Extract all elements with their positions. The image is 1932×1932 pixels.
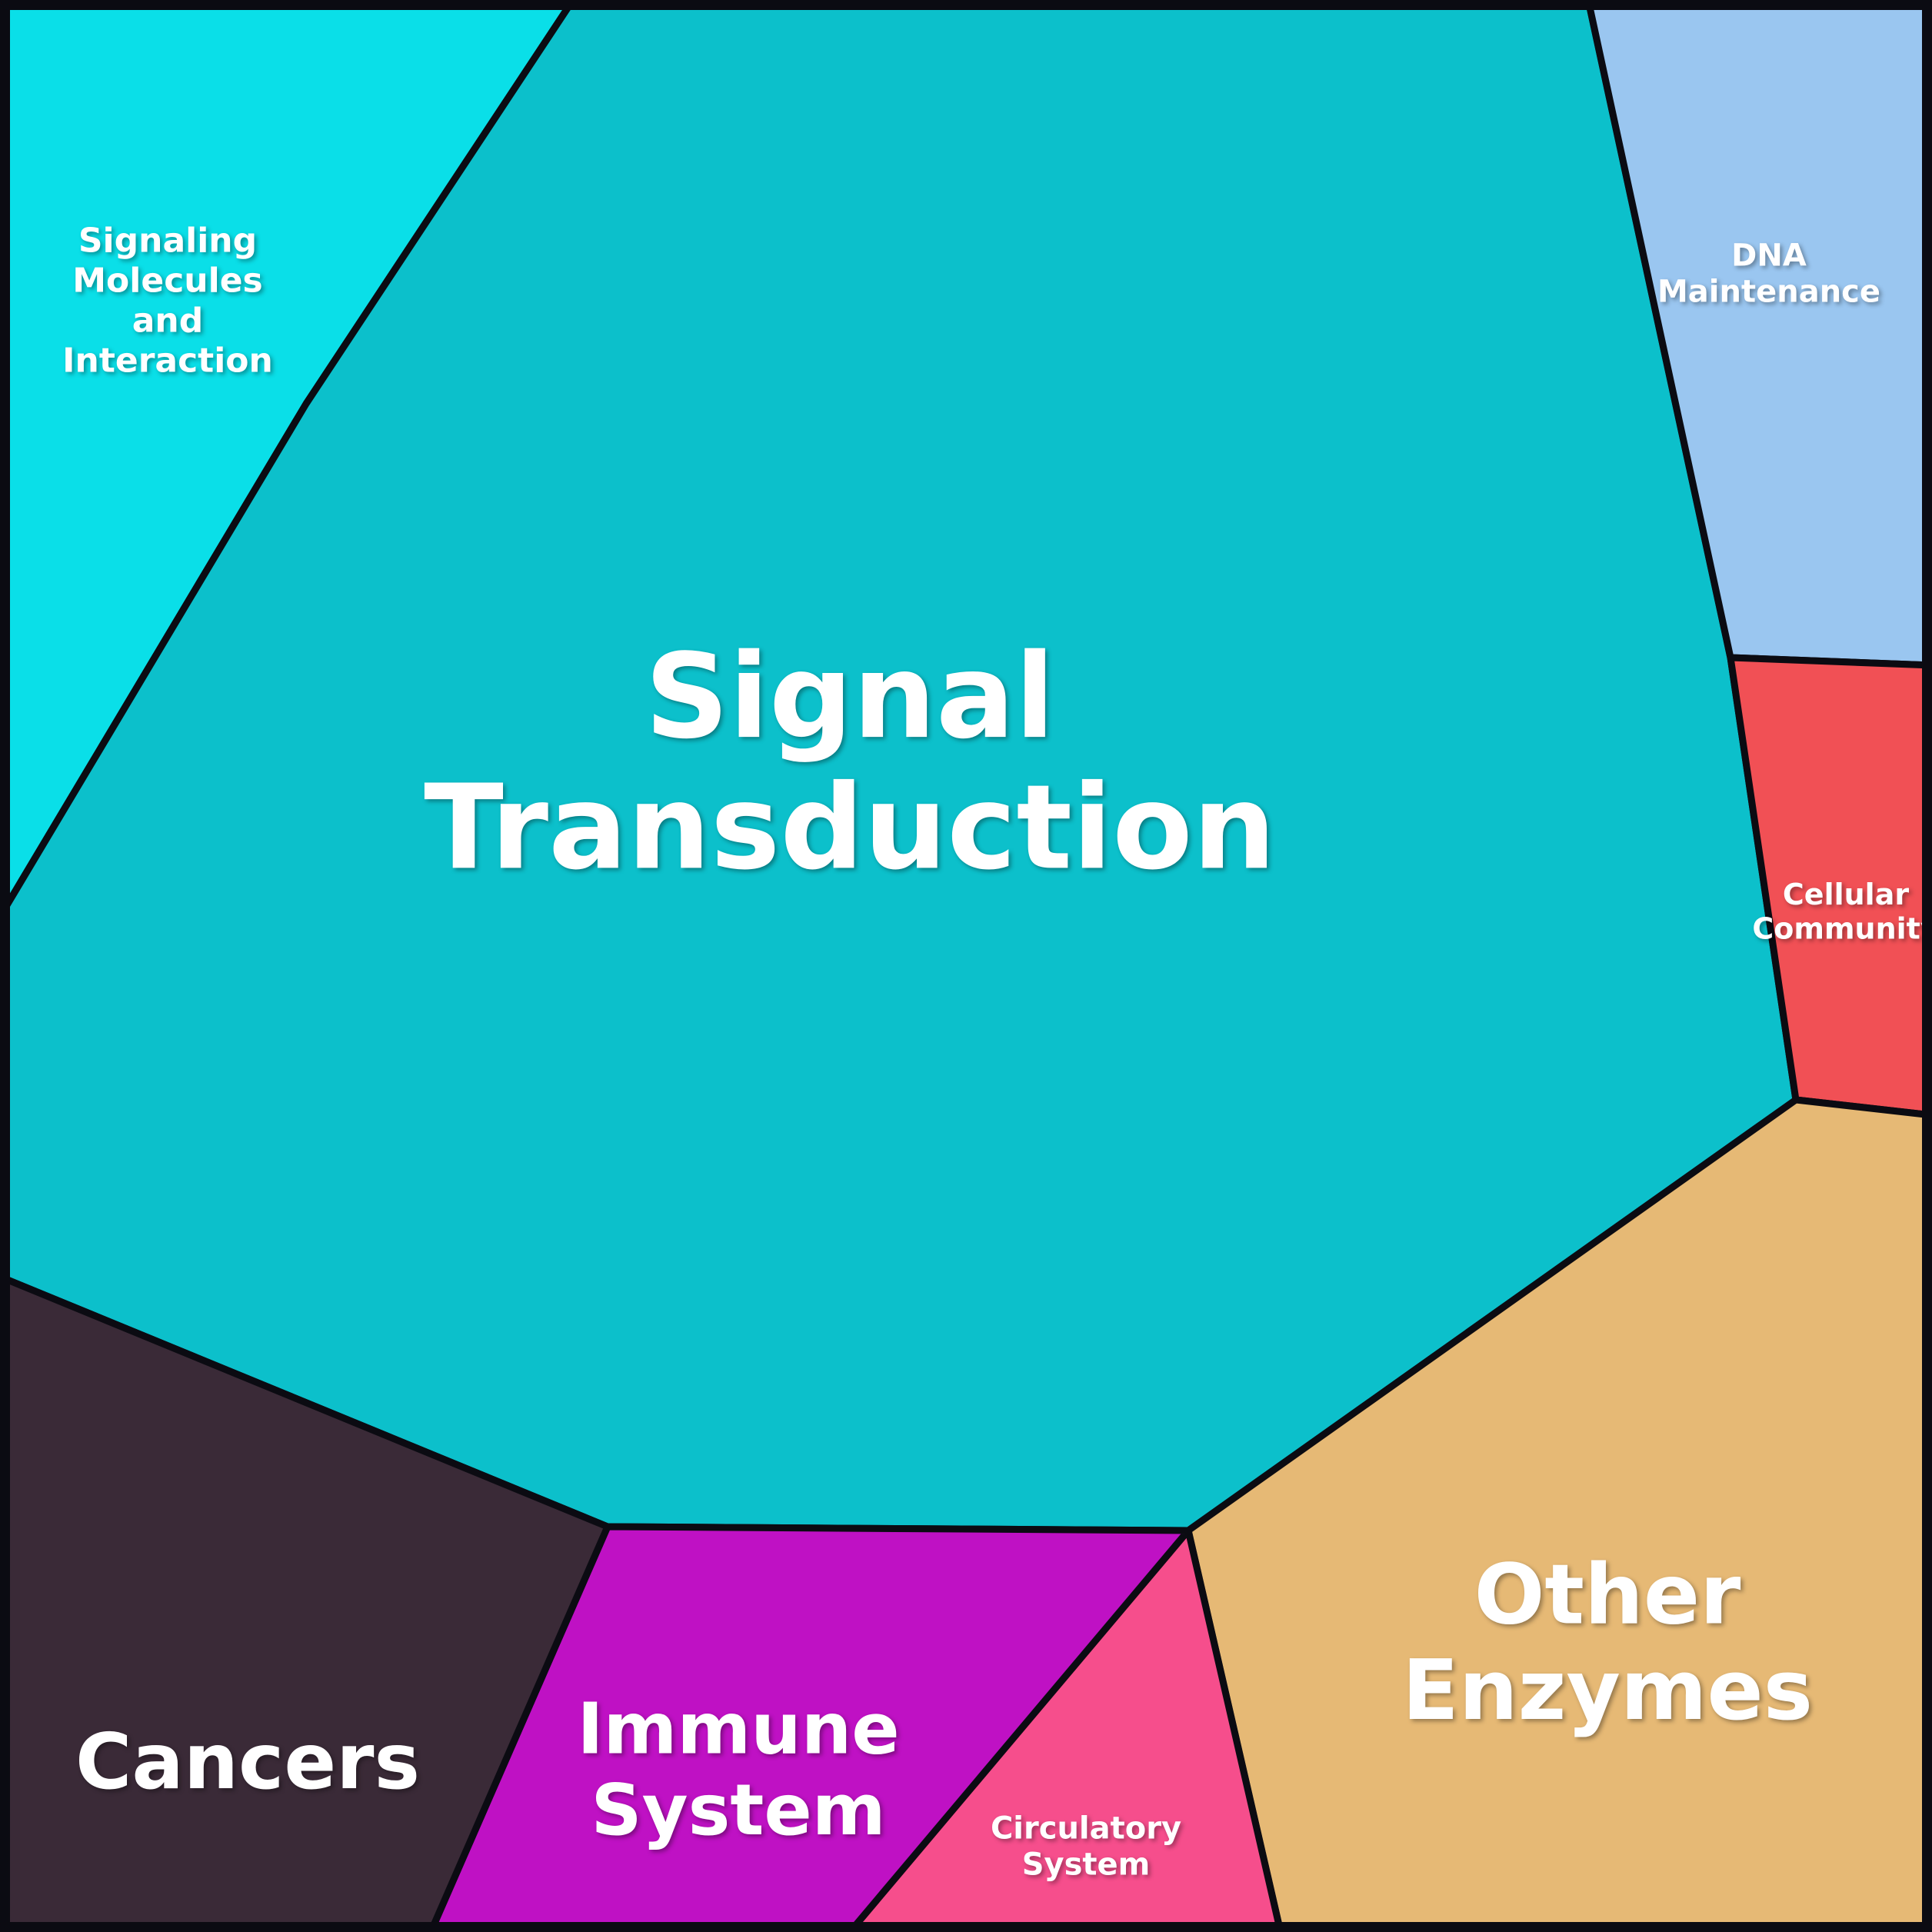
region-cancers[interactable]	[0, 1273, 611, 1932]
region-cellular-community[interactable]	[1727, 654, 1932, 1119]
region-other-enzymes[interactable]	[1184, 1096, 1932, 1932]
region-dna-maintenance[interactable]	[1584, 0, 1932, 669]
